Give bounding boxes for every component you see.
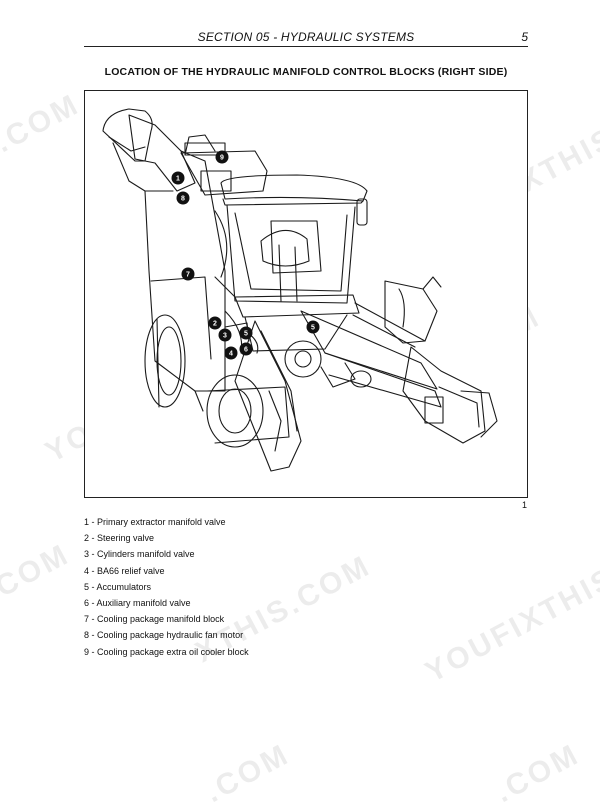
elevator-arm <box>128 114 196 192</box>
callout-1: 1 <box>171 171 185 185</box>
operator-cab <box>226 204 356 304</box>
svg-text:2: 2 <box>213 321 217 328</box>
legend-item: 2 - Steering valve <box>84 533 155 544</box>
page-number: 5 <box>521 30 528 44</box>
legend-item: 8 - Cooling package hydraulic fan motor <box>84 630 244 641</box>
callout-layer: 9 1 8 7 2 3 5 6 4 5 <box>171 150 320 360</box>
svg-text:7: 7 <box>186 272 190 279</box>
crop-divider <box>234 320 302 472</box>
elevator-chute <box>102 108 153 162</box>
svg-text:3: 3 <box>223 333 227 340</box>
legend-list: 1 - Primary extractor manifold valve 2 -… <box>84 514 444 660</box>
page-header: SECTION 05 - HYDRAULIC SYSTEMS 5 <box>84 28 528 47</box>
callout-8: 8 <box>176 191 190 205</box>
svg-text:5: 5 <box>311 325 315 332</box>
feed-rollers <box>300 310 438 390</box>
legend-item: 5 - Accumulators <box>84 581 152 592</box>
callout-3: 3 <box>218 328 232 342</box>
section-title: SECTION 05 - HYDRAULIC SYSTEMS <box>197 30 415 44</box>
rear-wheel <box>206 374 264 448</box>
front-wheel <box>144 314 186 408</box>
legend-item: 4 - BA66 relief valve <box>84 565 165 576</box>
cab-roof <box>220 174 368 202</box>
watermark: .COM <box>0 537 76 610</box>
watermark: .COM <box>490 737 586 810</box>
watermark: .COM <box>200 737 296 810</box>
figure-heading: LOCATION OF THE HYDRAULIC MANIFOLD CONTR… <box>104 66 508 78</box>
machine-illustration: 9 1 8 7 2 3 5 6 4 5 <box>84 90 528 498</box>
callout-5: 5 <box>306 320 320 334</box>
svg-text:9: 9 <box>220 155 224 162</box>
callout-7: 7 <box>181 267 195 281</box>
svg-text:6: 6 <box>244 347 248 354</box>
watermark: YOUFIXTHIS <box>420 561 600 690</box>
svg-text:1: 1 <box>176 176 180 183</box>
callout-4: 4 <box>224 346 238 360</box>
legend-item: 1 - Primary extractor manifold valve <box>84 517 226 527</box>
legend-item: 3 - Cylinders manifold valve <box>84 549 195 560</box>
callout-9: 9 <box>215 150 229 164</box>
svg-text:8: 8 <box>181 196 185 203</box>
legend-item: 7 - Cooling package manifold block <box>84 614 225 625</box>
legend-item: 9 - Cooling package extra oil cooler blo… <box>84 646 249 657</box>
svg-text:5: 5 <box>244 331 248 338</box>
legend-item: 6 - Auxiliary manifold valve <box>84 598 191 609</box>
svg-text:4: 4 <box>229 351 233 358</box>
watermark: .COM <box>0 87 86 160</box>
callout-5: 5 <box>239 326 253 340</box>
harvester-drawing <box>102 108 498 472</box>
callout-2: 2 <box>208 316 222 330</box>
callout-6: 6 <box>239 342 253 356</box>
figure-number: 1 <box>522 500 528 510</box>
